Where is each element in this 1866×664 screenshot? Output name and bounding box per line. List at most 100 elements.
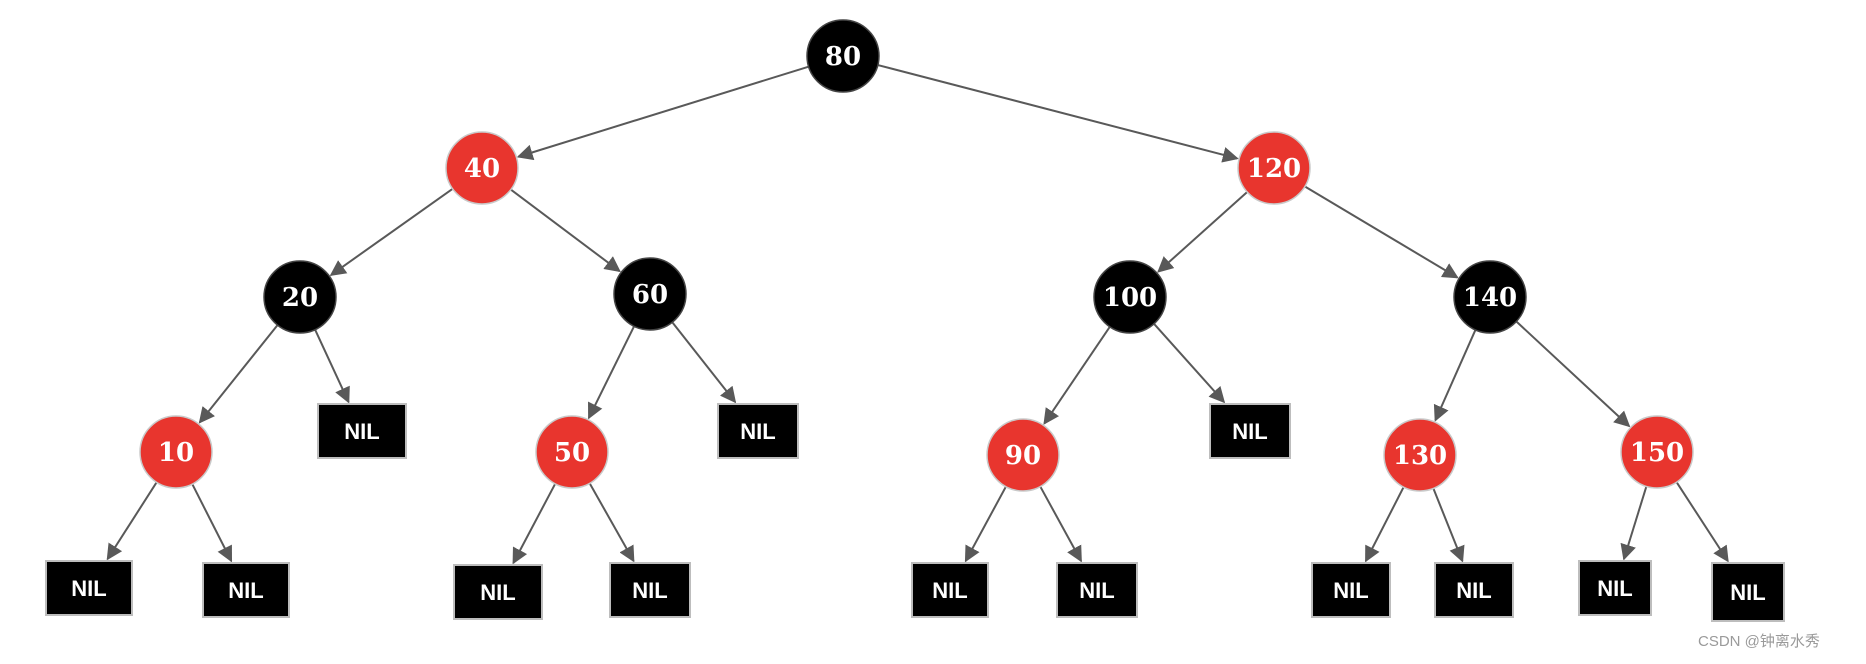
edge-n100-nil100: [1153, 323, 1226, 404]
edge-n80-n120: [877, 64, 1239, 163]
nil-label: NIL: [740, 419, 775, 444]
nil-box: [45, 560, 133, 616]
nil-leaf: NIL: [453, 564, 543, 620]
nil-label: NIL: [480, 580, 515, 605]
edge-n100-n90: [1043, 326, 1111, 425]
edge-n10-nil10a: [106, 481, 158, 561]
nil-label: NIL: [1730, 580, 1765, 605]
nil-box: [911, 562, 989, 618]
nil-box: [202, 562, 290, 618]
edge-n140-n150: [1515, 320, 1631, 428]
edge-n90-nil90b: [1039, 486, 1082, 563]
node-label: 130: [1393, 441, 1447, 471]
node-circle-red: [445, 131, 519, 205]
tree-node-100: 100: [1093, 260, 1167, 334]
nil-leaf: NIL: [317, 403, 407, 459]
node-label: 10: [158, 438, 194, 468]
edge-n150-nil150a: [1620, 486, 1648, 561]
nil-label: NIL: [1597, 576, 1632, 601]
nil-leaf: NIL: [1056, 562, 1138, 618]
nil-box: [1711, 562, 1785, 622]
edge-n20-n10: [198, 324, 279, 424]
node-label: 40: [464, 154, 500, 184]
node-label: 50: [554, 438, 590, 468]
tree-node-130: 130: [1383, 418, 1457, 492]
nil-leaf: NIL: [911, 562, 989, 618]
node-circle-black: [806, 19, 880, 93]
nil-box: [717, 403, 799, 459]
nil-box: [1056, 562, 1138, 618]
watermark: CSDN @钟离水秀: [1698, 633, 1820, 650]
node-circle-red: [1383, 418, 1457, 492]
edge-n50-nil50a: [512, 483, 557, 565]
edge-n130-nil130a: [1364, 486, 1405, 563]
nil-leaf: NIL: [1434, 562, 1514, 618]
tree-node-50: 50: [535, 415, 609, 489]
edge-n120-n140: [1304, 185, 1459, 279]
nil-label: NIL: [71, 576, 106, 601]
nil-leaf: NIL: [45, 560, 133, 616]
node-label: 140: [1463, 283, 1517, 313]
nil-label: NIL: [932, 578, 967, 603]
node-circle-red: [535, 415, 609, 489]
nil-label: NIL: [1232, 419, 1267, 444]
edge-n90-nil90a: [964, 486, 1007, 563]
node-circle-black: [613, 257, 687, 331]
node-circle-red: [986, 418, 1060, 492]
node-label: 80: [825, 42, 861, 72]
tree-node-20: 20: [263, 260, 337, 334]
nil-box: [1311, 562, 1391, 618]
nil-box: [1578, 560, 1652, 616]
node-circle-red: [139, 415, 213, 489]
tree-node-10: 10: [139, 415, 213, 489]
tree-node-80: 80: [806, 19, 880, 93]
nil-leaf: NIL: [1711, 562, 1785, 622]
edge-n80-n40: [516, 65, 809, 161]
tree-node-120: 120: [1237, 131, 1311, 205]
nil-leaf: NIL: [202, 562, 290, 618]
node-circle-black: [263, 260, 337, 334]
edge-n10-nil10b: [191, 483, 233, 563]
nil-box: [317, 403, 407, 459]
nil-box: [1209, 403, 1291, 459]
node-circle-red: [1620, 415, 1694, 489]
node-label: 60: [632, 280, 668, 310]
edge-n60-n50: [587, 325, 635, 420]
edge-n40-n20: [329, 188, 454, 276]
node-circle-black: [1093, 260, 1167, 334]
nil-label: NIL: [1456, 578, 1491, 603]
node-label: 120: [1247, 154, 1301, 184]
tree-node-90: 90: [986, 418, 1060, 492]
node-circle-red: [1237, 131, 1311, 205]
tree-edges: [106, 64, 1729, 565]
nil-label: NIL: [228, 578, 263, 603]
edge-n130-nil130b: [1432, 488, 1465, 563]
nil-box: [609, 562, 691, 618]
edge-n60-nil60: [671, 321, 737, 404]
nil-label: NIL: [1333, 578, 1368, 603]
node-label: 150: [1630, 438, 1684, 468]
node-label: 90: [1005, 441, 1041, 471]
nil-leaf: NIL: [609, 562, 691, 618]
tree-node-40: 40: [445, 131, 519, 205]
tree-node-140: 140: [1453, 260, 1527, 334]
nil-leaf: NIL: [717, 403, 799, 459]
tree-node-60: 60: [613, 257, 687, 331]
nil-label: NIL: [632, 578, 667, 603]
edge-n50-nil50b: [588, 482, 635, 563]
nil-leaf: NIL: [1578, 560, 1652, 616]
nil-box: [453, 564, 543, 620]
nil-box: [1434, 562, 1514, 618]
tree-node-150: 150: [1620, 415, 1694, 489]
nil-label: NIL: [344, 419, 379, 444]
edge-n120-n100: [1157, 191, 1248, 273]
edge-n20-nil20: [314, 329, 350, 404]
node-circle-black: [1453, 260, 1527, 334]
node-label: 100: [1103, 283, 1157, 313]
edge-n40-n60: [510, 188, 621, 273]
nil-leaf: NIL: [1209, 403, 1291, 459]
nil-leaf: NIL: [1311, 562, 1391, 618]
node-label: 20: [282, 283, 318, 313]
